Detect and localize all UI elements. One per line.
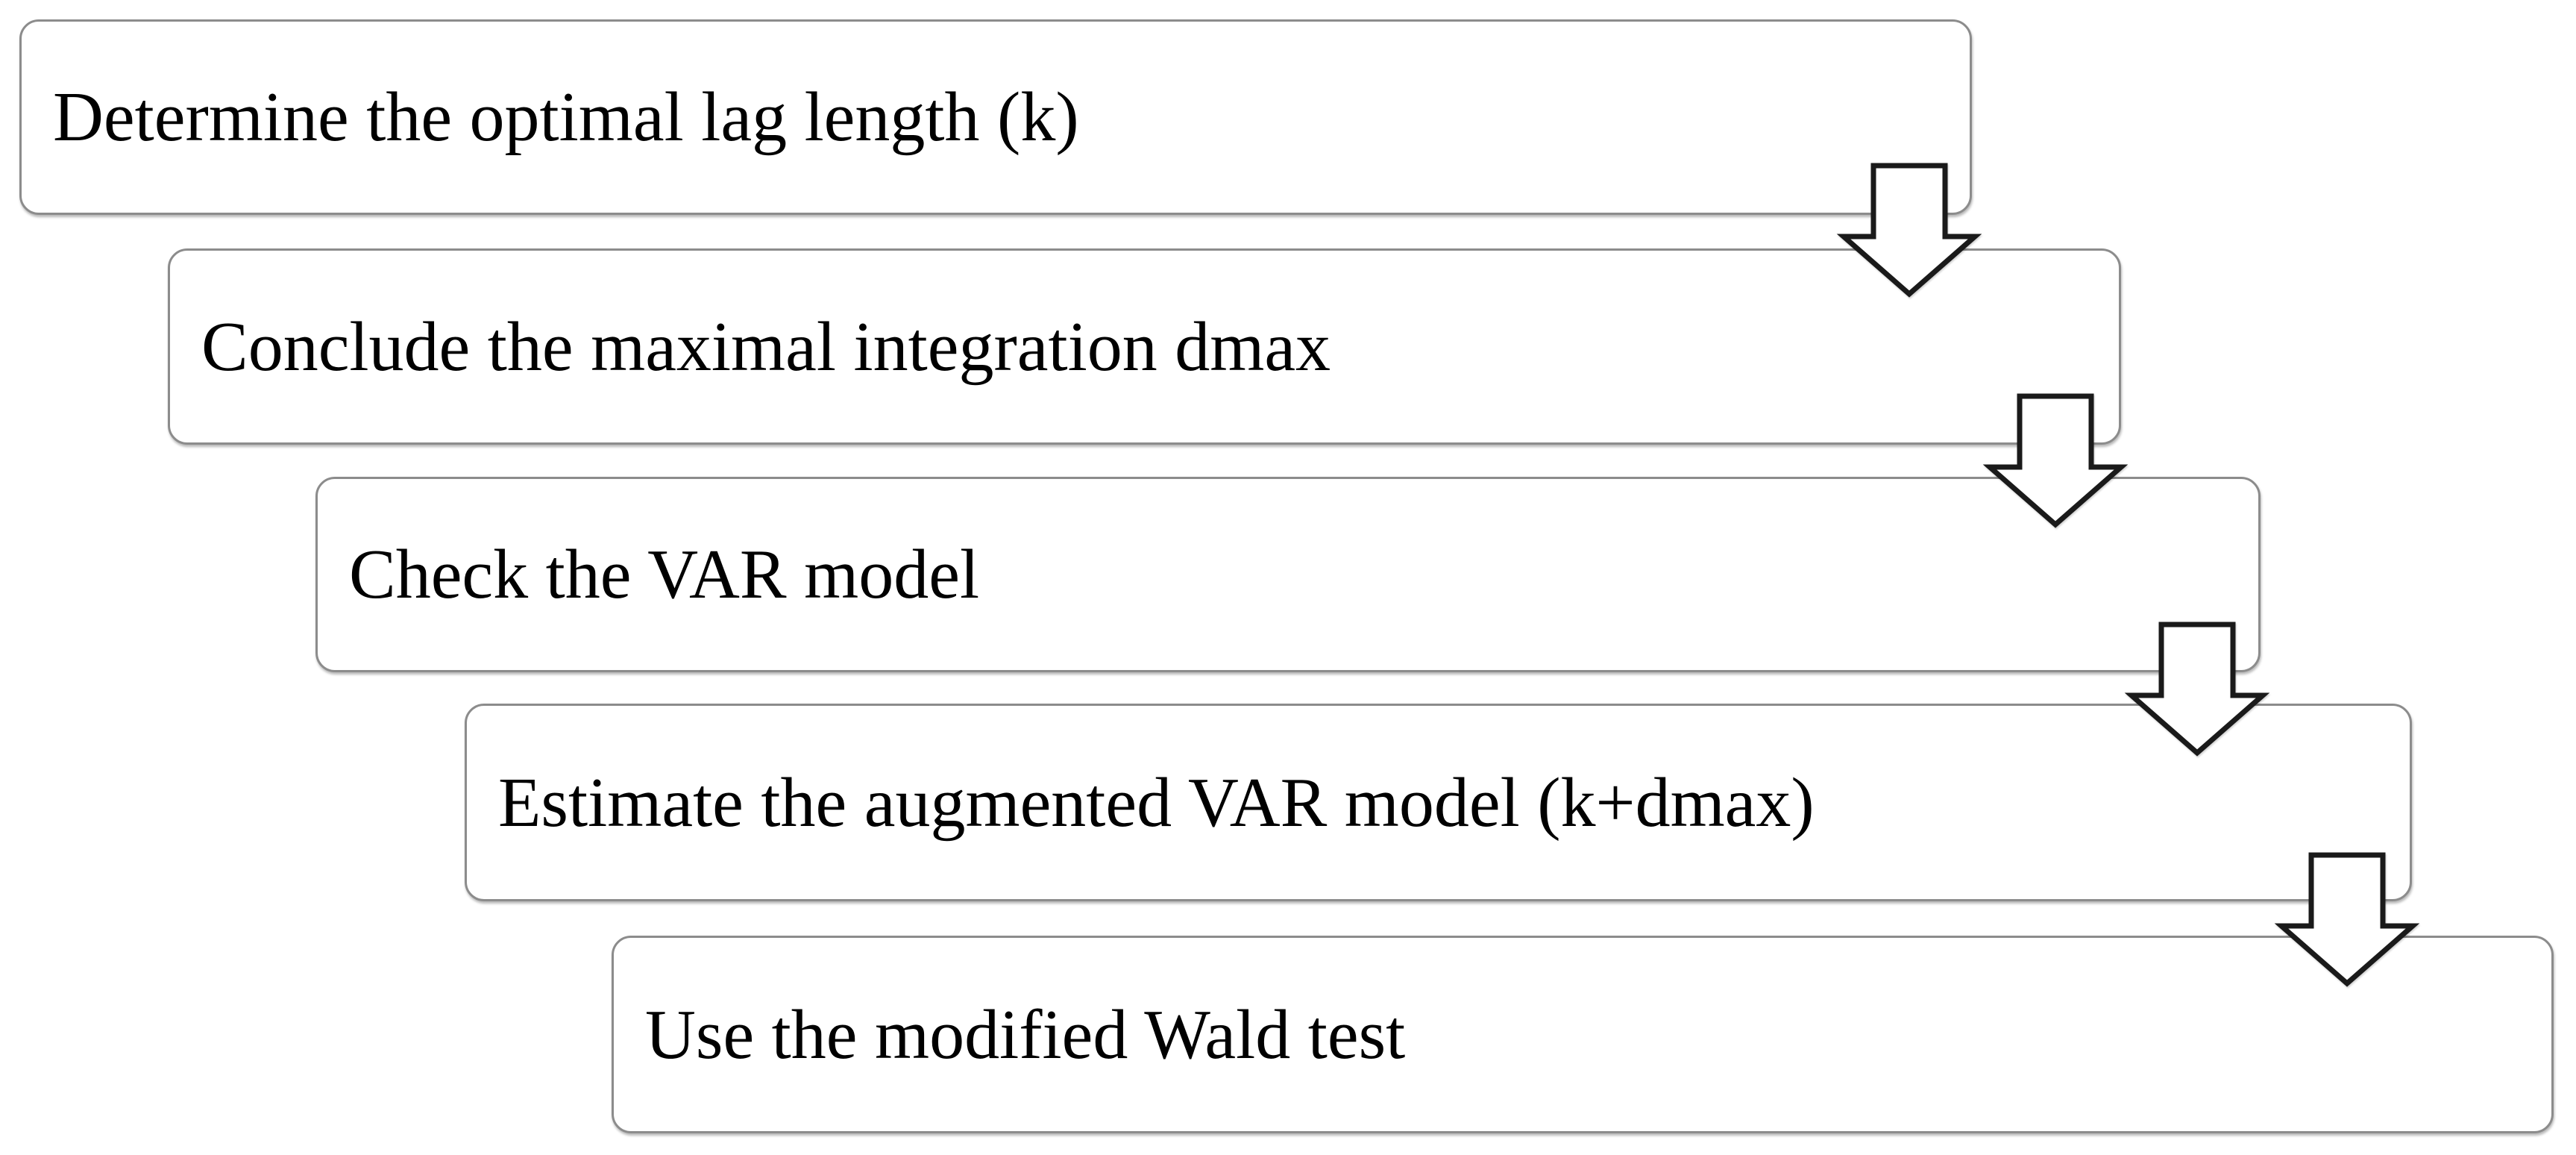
- flow-step-label-1: Determine the optimal lag length (k): [53, 78, 1079, 156]
- flow-step-box-5: Use the modified Wald test: [612, 936, 2554, 1133]
- flow-step-label-2: Conclude the maximal integration dmax: [201, 307, 1331, 386]
- down-block-arrow-icon-4: [2274, 852, 2420, 987]
- flow-step-label-5: Use the modified Wald test: [645, 995, 1406, 1074]
- flow-step-box-2: Conclude the maximal integration dmax: [168, 248, 2121, 445]
- down-block-arrow-icon-3: [2124, 622, 2270, 757]
- flow-step-box-3: Check the VAR model: [315, 477, 2261, 672]
- flow-step-label-3: Check the VAR model: [349, 536, 980, 613]
- flow-step-box-4: Estimate the augmented VAR model (k+dmax…: [465, 704, 2412, 901]
- flow-step-box-1: Determine the optimal lag length (k): [19, 19, 1972, 215]
- down-block-arrow-icon-2: [1982, 393, 2129, 528]
- flow-step-label-4: Estimate the augmented VAR model (k+dmax…: [498, 763, 1815, 842]
- down-block-arrow-icon-1: [1836, 163, 1982, 298]
